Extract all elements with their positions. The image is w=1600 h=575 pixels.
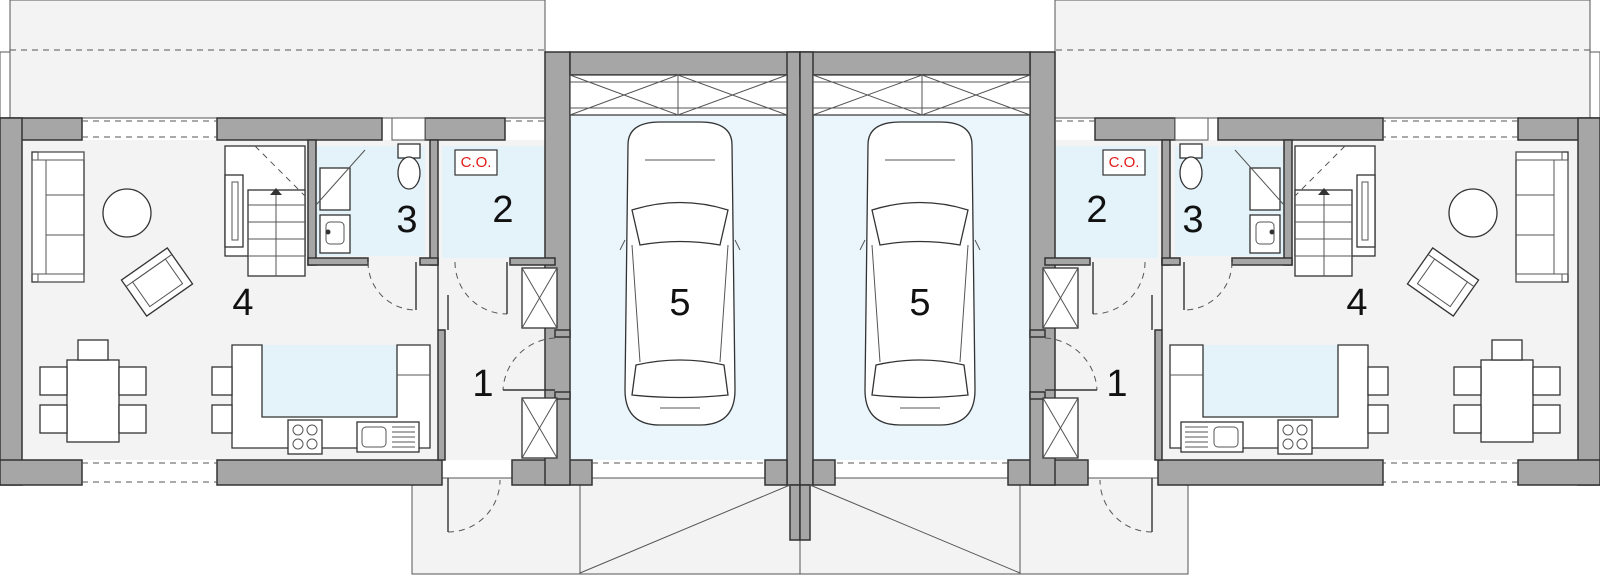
room-label-garage-right: 5: [909, 282, 930, 324]
boiler-tag-left: C.O.: [461, 154, 492, 171]
room-label-wc-left: 3: [396, 199, 417, 241]
room-label-hall-left: 1: [472, 363, 493, 405]
room-label-boiler-right: 2: [1086, 189, 1107, 231]
room-label-wc-right: 3: [1182, 199, 1203, 241]
room-label-living-right: 4: [1346, 282, 1367, 324]
room-label-hall-right: 1: [1106, 363, 1127, 405]
room-label-garage-left: 5: [669, 282, 690, 324]
room-label-living-left: 4: [232, 282, 253, 324]
boiler-tag-right: C.O.: [1109, 154, 1140, 171]
room-label-boiler-left: 2: [492, 189, 513, 231]
